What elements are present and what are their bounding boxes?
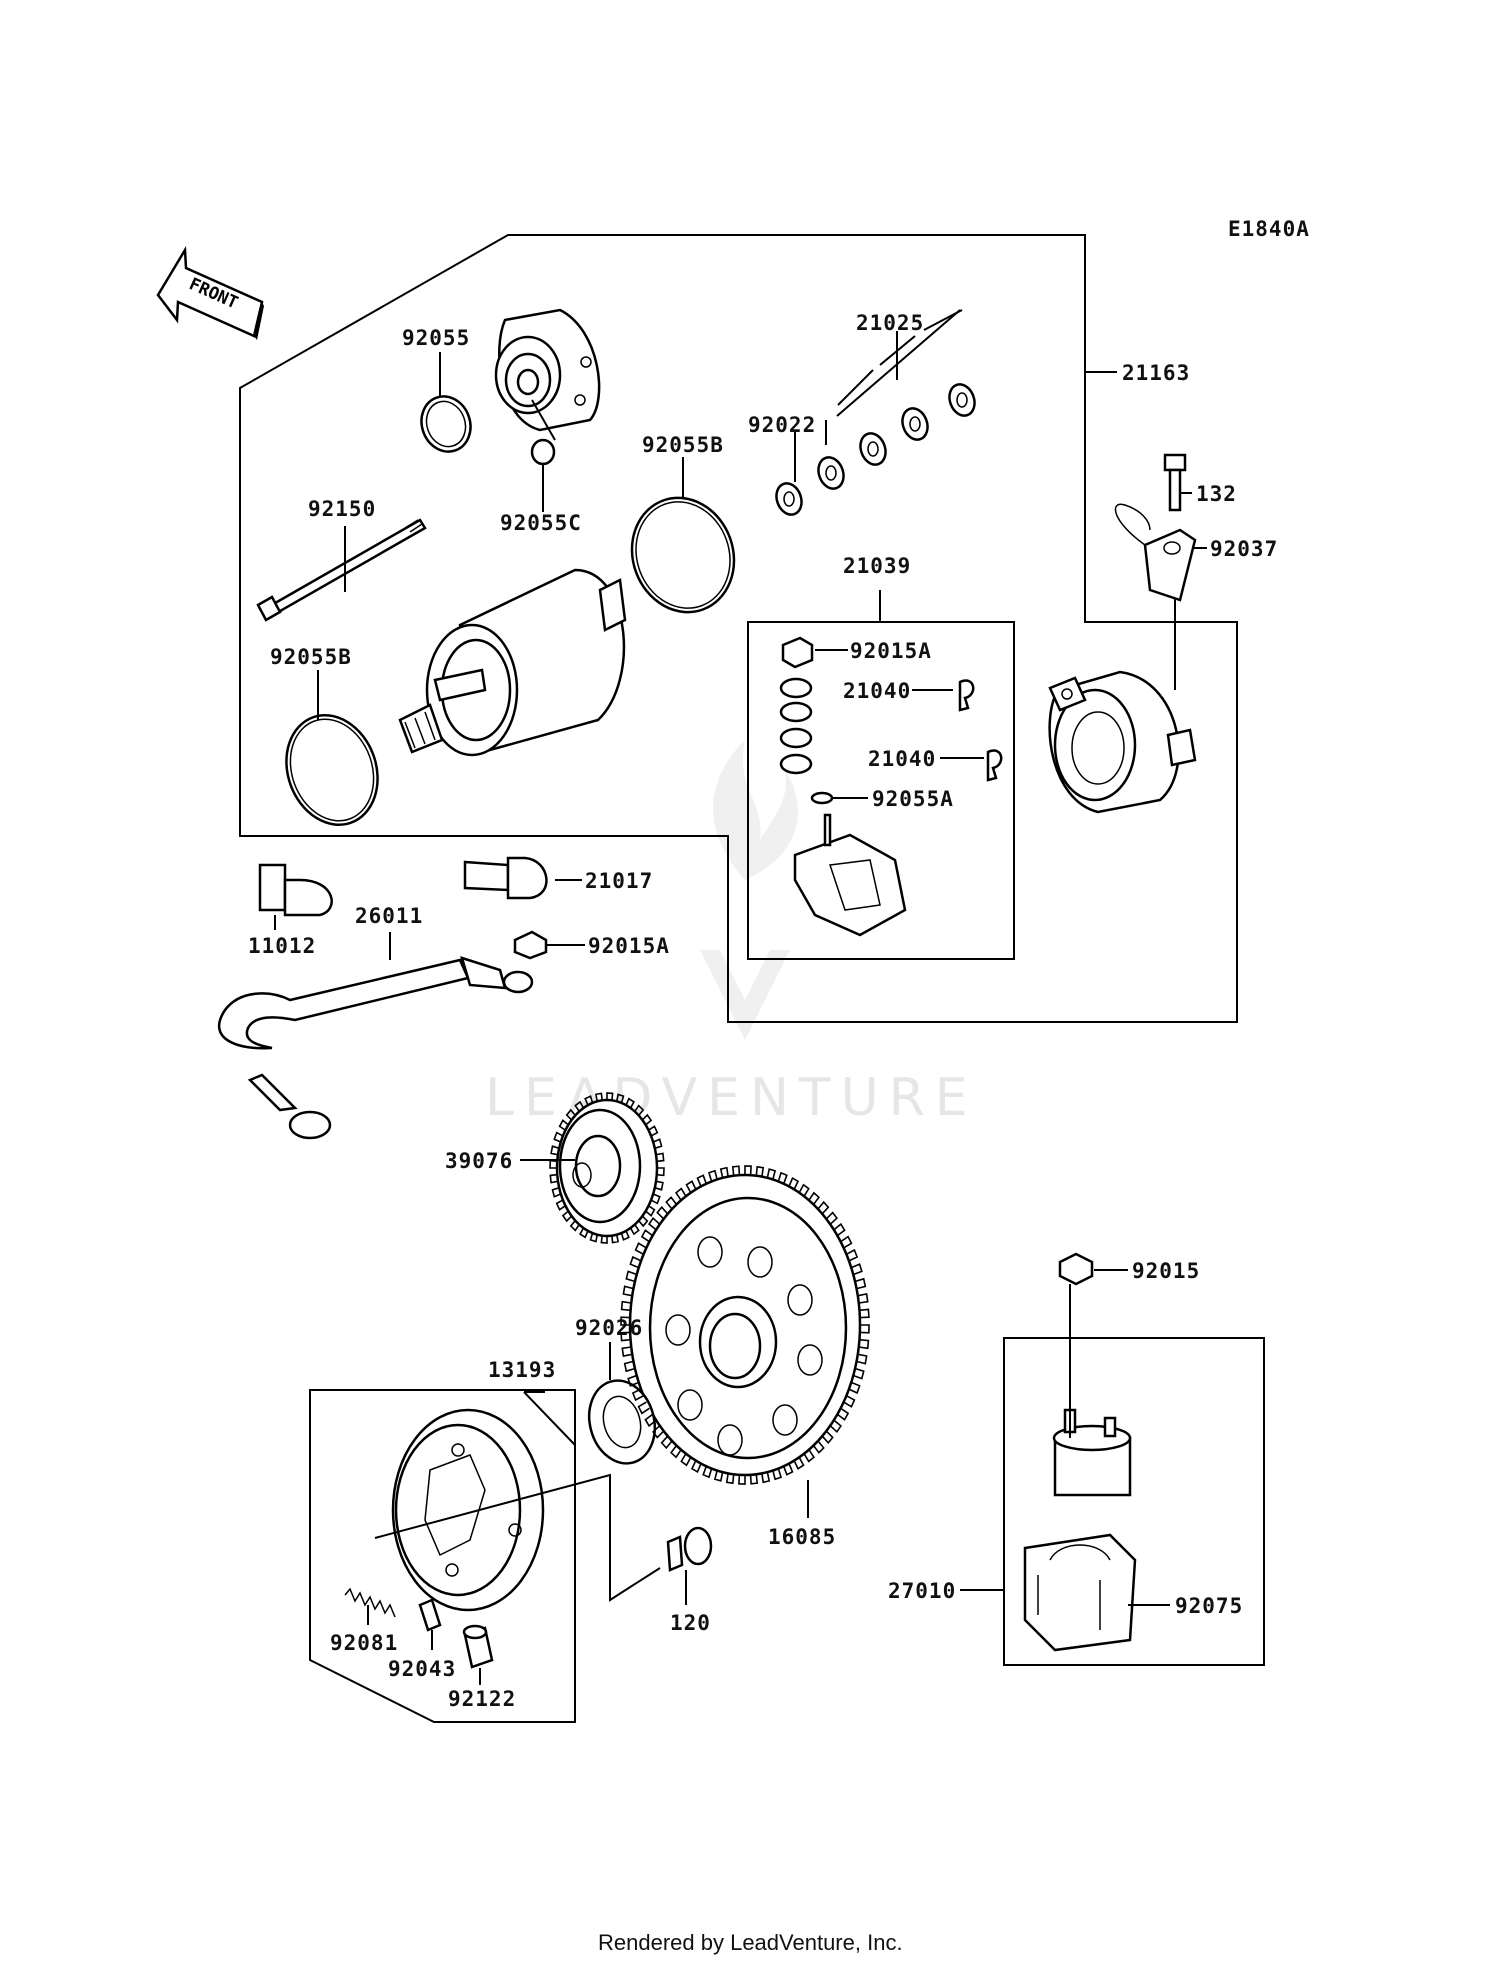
label-92055: 92055: [402, 326, 470, 350]
label-92055B-top: 92055B: [642, 433, 724, 457]
label-92037: 92037: [1210, 537, 1278, 561]
oring-92055B-upper-part: [630, 496, 736, 614]
label-21040-b: 21040: [868, 747, 936, 771]
relay-part: [1052, 1408, 1132, 1497]
label-21163: 21163: [1122, 361, 1190, 385]
relay-cover-92075-part: [1023, 1533, 1137, 1652]
clamp-92037-part: [1114, 503, 1197, 602]
front-cover-part: [1048, 670, 1197, 814]
label-92075: 92075: [1175, 1594, 1243, 1618]
label-26011: 26011: [355, 904, 423, 928]
washers-21025-part: [775, 383, 976, 516]
label-92043: 92043: [388, 1657, 456, 1681]
oring-92055C-part: [530, 438, 556, 466]
long-bolt-92150-part: [256, 518, 427, 622]
label-92055C: 92055C: [500, 511, 582, 535]
starter-motor-part: [398, 568, 627, 757]
washer-92026-part: [587, 1379, 657, 1465]
part-labels: 92055 92055C 21025 21163 92022 92055B 13…: [248, 311, 1278, 1711]
leader-lines: [274, 309, 1207, 1685]
watermark: LEADVENTURE: [485, 740, 978, 1128]
brush-holder-parts: [779, 636, 1003, 937]
fitting-11012-part: [258, 863, 333, 917]
label-92081: 92081: [330, 1631, 398, 1655]
oring-92055-part: [420, 395, 472, 453]
oring-92055B-lower-part: [285, 714, 379, 826]
label-39076: 39076: [445, 1149, 513, 1173]
gear-39076-part: [555, 1098, 659, 1238]
nut-92015-part: [1058, 1252, 1094, 1286]
label-92015A-bottom: 92015A: [588, 934, 670, 958]
front-arrow: FRONT: [156, 245, 264, 340]
label-21017: 21017: [585, 869, 653, 893]
label-92055A: 92055A: [872, 787, 954, 811]
clutch-13193-part: [391, 1408, 545, 1612]
label-92150: 92150: [308, 497, 376, 521]
label-92026: 92026: [575, 1316, 643, 1340]
label-92015: 92015: [1132, 1259, 1200, 1283]
gear-16085-teeth: [620, 1165, 870, 1485]
label-92122: 92122: [448, 1687, 516, 1711]
label-16085: 16085: [768, 1525, 836, 1549]
diagram-code: E1840A: [1228, 217, 1310, 241]
pin-92043-part: [418, 1598, 442, 1632]
bolt-120-part: [666, 1526, 713, 1572]
label-132: 132: [1196, 482, 1237, 506]
gear-16085-part: [628, 1173, 862, 1477]
bolt-132-part: [1163, 453, 1187, 512]
watermark-text: LEADVENTURE: [485, 1068, 978, 1128]
footer-credit: Rendered by LeadVenture, Inc.: [598, 1930, 903, 1955]
label-13193: 13193: [488, 1358, 556, 1382]
label-11012: 11012: [248, 934, 316, 958]
nut-92015A-lower-part: [513, 930, 548, 960]
starter-assembly-outline: [239, 234, 1238, 1023]
clutch-assembly-outline: [309, 1389, 576, 1723]
label-21039: 21039: [843, 554, 911, 578]
spring-92081-part: [344, 1587, 396, 1618]
cable-26011-part: [217, 956, 534, 1140]
end-cover-part: [494, 308, 601, 432]
gear-39076-teeth: [549, 1092, 665, 1244]
label-92015A-top: 92015A: [850, 639, 932, 663]
cap-21017-part: [463, 856, 548, 900]
label-21040-a: 21040: [843, 679, 911, 703]
roller-92122-part: [462, 1624, 494, 1669]
label-27010: 27010: [888, 1579, 956, 1603]
relay-box: [1003, 1337, 1265, 1666]
label-120: 120: [670, 1611, 711, 1635]
label-92055B-left: 92055B: [270, 645, 352, 669]
label-21025: 21025: [856, 311, 924, 335]
label-92022: 92022: [748, 413, 816, 437]
